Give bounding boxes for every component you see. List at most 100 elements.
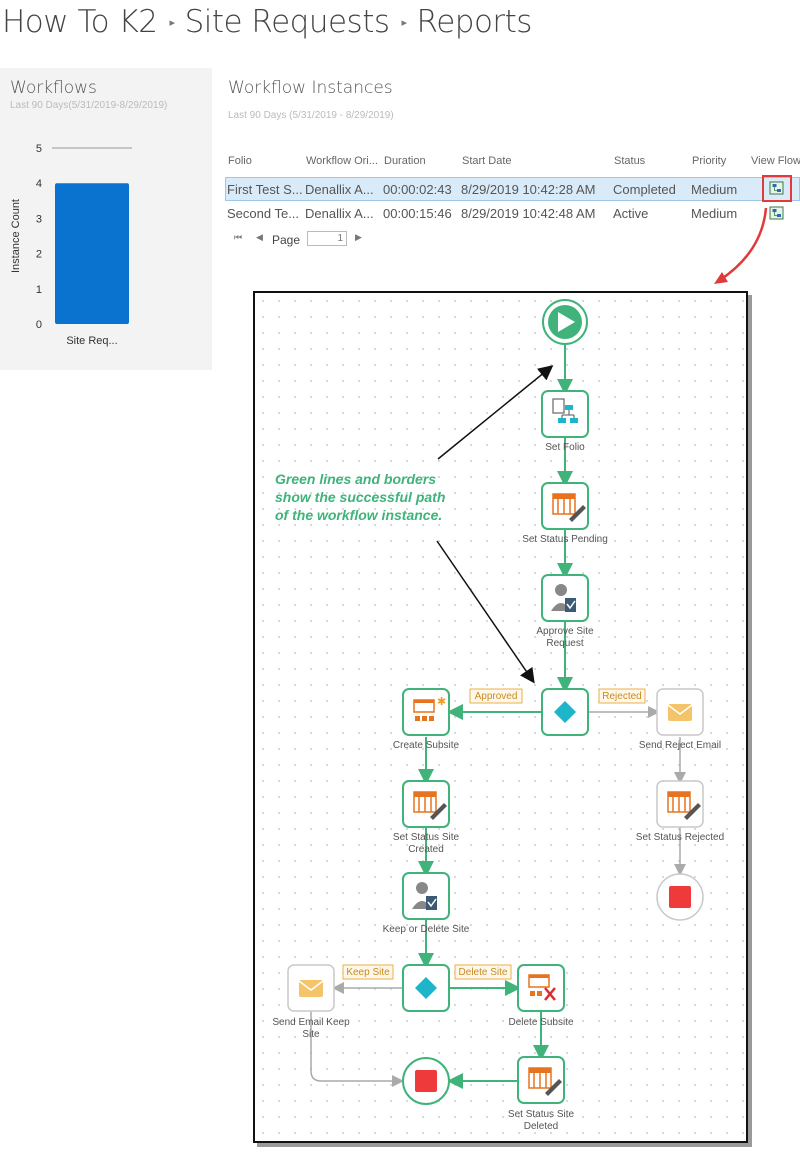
svg-text:Rejected: Rejected: [602, 691, 641, 702]
decision-icon: [415, 977, 437, 999]
view-flow-column: [762, 175, 792, 220]
create-site-icon: ✱: [413, 695, 446, 721]
pointer-arrow: [714, 207, 768, 284]
play-icon: [558, 312, 575, 332]
email-icon: [667, 704, 693, 721]
branch-rejected: Rejected: [598, 688, 646, 704]
decision-icon: [554, 701, 576, 723]
end-node-rejected[interactable]: [656, 873, 704, 921]
set-status-site-deleted-step[interactable]: [517, 1056, 565, 1104]
cell-duration: 00:00:15:46: [383, 206, 452, 221]
annotation-line: show the successful path: [275, 489, 445, 505]
approval-decision[interactable]: [541, 688, 589, 736]
step-label: Request: [546, 638, 583, 649]
end-node[interactable]: [402, 1057, 450, 1105]
breadcrumb-separator-icon: ▸: [401, 15, 408, 29]
set-status-site-created-step[interactable]: [402, 780, 450, 828]
start-node[interactable]: [542, 299, 588, 345]
annotation-arrow: [436, 540, 535, 684]
inactive-connectors: [310, 706, 686, 1087]
set-folio-step[interactable]: [541, 390, 589, 438]
step-label: Created: [408, 844, 444, 855]
column-header-start-date[interactable]: Start Date: [462, 155, 512, 167]
send-email-keep-site-step[interactable]: [287, 964, 335, 1012]
cell-start-date: 8/29/2019 10:42:48 AM: [461, 206, 596, 221]
breadcrumb-separator-icon: ▸: [169, 15, 176, 29]
previous-page-icon[interactable]: ◀: [256, 232, 263, 242]
step-label: Delete Subsite: [508, 1017, 573, 1028]
svg-text:Approved: Approved: [475, 691, 518, 702]
view-flow-icon[interactable]: [769, 181, 784, 195]
view-flow-highlight: [762, 175, 792, 202]
cell-folio: Second Te...: [227, 206, 300, 221]
svg-text:✱: ✱: [437, 695, 446, 708]
step-label: Approve Site: [536, 626, 594, 637]
cell-workflow: Denallix A...: [305, 206, 374, 221]
user-task-icon: [412, 882, 437, 910]
breadcrumb-item-reports: Reports: [416, 4, 533, 40]
table-row[interactable]: Second Te... Denallix A... 00:00:15:46 8…: [225, 202, 800, 226]
email-icon: [298, 980, 324, 997]
annotation-arrow: [437, 365, 554, 460]
stop-icon: [415, 1070, 437, 1092]
branch-approved: Approved: [469, 688, 523, 704]
y-tick-label: 0: [36, 319, 42, 331]
stop-icon: [669, 886, 691, 908]
step-label: Set Status Rejected: [636, 832, 724, 843]
cell-priority: Medium: [691, 206, 738, 221]
step-label: Create Subsite: [393, 740, 460, 751]
user-task-icon: [551, 584, 576, 612]
workflows-panel-title: Workflows: [10, 78, 97, 98]
page-number-input[interactable]: [307, 231, 347, 246]
step-label: Set Status Site: [393, 832, 460, 843]
cell-priority: Medium: [691, 182, 738, 197]
next-page-icon[interactable]: ▶: [355, 232, 362, 242]
edit-list-icon: [413, 791, 447, 820]
keep-or-delete-site-step[interactable]: [402, 872, 450, 920]
success-connectors: [418, 345, 573, 1089]
breadcrumb-item-site-requests[interactable]: Site Requests: [184, 4, 390, 40]
view-flow-icon[interactable]: [769, 206, 784, 220]
approve-site-request-step[interactable]: [541, 574, 589, 622]
table-row[interactable]: First Test S... Denallix A... 00:00:02:4…: [225, 177, 800, 201]
set-status-rejected-step[interactable]: [656, 780, 704, 828]
column-header-workflow[interactable]: Workflow Ori...: [306, 155, 378, 167]
step-label: Set Folio: [545, 442, 585, 453]
create-subsite-step[interactable]: ✱: [402, 688, 450, 736]
first-page-icon[interactable]: ⏮: [234, 232, 243, 242]
delete-subsite-step[interactable]: [517, 964, 565, 1012]
svg-text:Delete Site: Delete Site: [459, 967, 508, 978]
cell-status: Completed: [613, 182, 676, 197]
instances-title: Workflow Instances: [228, 78, 393, 98]
y-axis-label: Instance Count: [10, 199, 22, 273]
annotation-line: of the workflow instance.: [275, 507, 442, 523]
workflow-diagram: Set Folio Set Status Pending Approve Sit…: [253, 291, 748, 1143]
step-label: Send Reject Email: [639, 740, 721, 751]
branch-delete-site: Delete Site: [454, 964, 512, 980]
instances-subtitle: Last 90 Days (5/31/2019 - 8/29/2019): [228, 110, 394, 121]
column-header-duration[interactable]: Duration: [384, 155, 426, 167]
column-header-folio[interactable]: Folio: [228, 155, 252, 167]
step-label: Send Email Keep: [272, 1017, 350, 1028]
edit-list-icon: [667, 791, 701, 820]
branch-keep-site: Keep Site: [342, 964, 394, 980]
hierarchy-icon: [552, 398, 578, 423]
edit-list-icon: [528, 1067, 562, 1096]
workflows-panel: Workflows Last 90 Days(5/31/2019-8/29/20…: [0, 68, 212, 370]
send-reject-email-step[interactable]: [656, 688, 704, 736]
workflow-diagram-canvas: Set Folio Set Status Pending Approve Sit…: [272, 299, 724, 1132]
breadcrumb-item-home[interactable]: How To K2: [2, 4, 158, 40]
x-tick-label: Site Req...: [66, 335, 117, 347]
breadcrumb: How To K2 ▸ Site Requests ▸ Reports: [2, 0, 532, 44]
column-header-status[interactable]: Status: [614, 155, 646, 167]
column-header-view-flow[interactable]: View Flow: [751, 155, 800, 167]
cell-workflow: Denallix A...: [305, 182, 374, 197]
set-status-pending-step[interactable]: [541, 482, 589, 530]
column-header-priority[interactable]: Priority: [692, 155, 727, 167]
step-label: Keep or Delete Site: [383, 924, 470, 935]
delete-site-icon: [528, 974, 556, 1001]
workflows-panel-subtitle: Last 90 Days(5/31/2019-8/29/2019): [10, 100, 168, 111]
step-label: Set Status Pending: [522, 534, 608, 545]
keep-delete-decision[interactable]: [402, 964, 450, 1012]
cell-folio: First Test S...: [227, 182, 303, 197]
